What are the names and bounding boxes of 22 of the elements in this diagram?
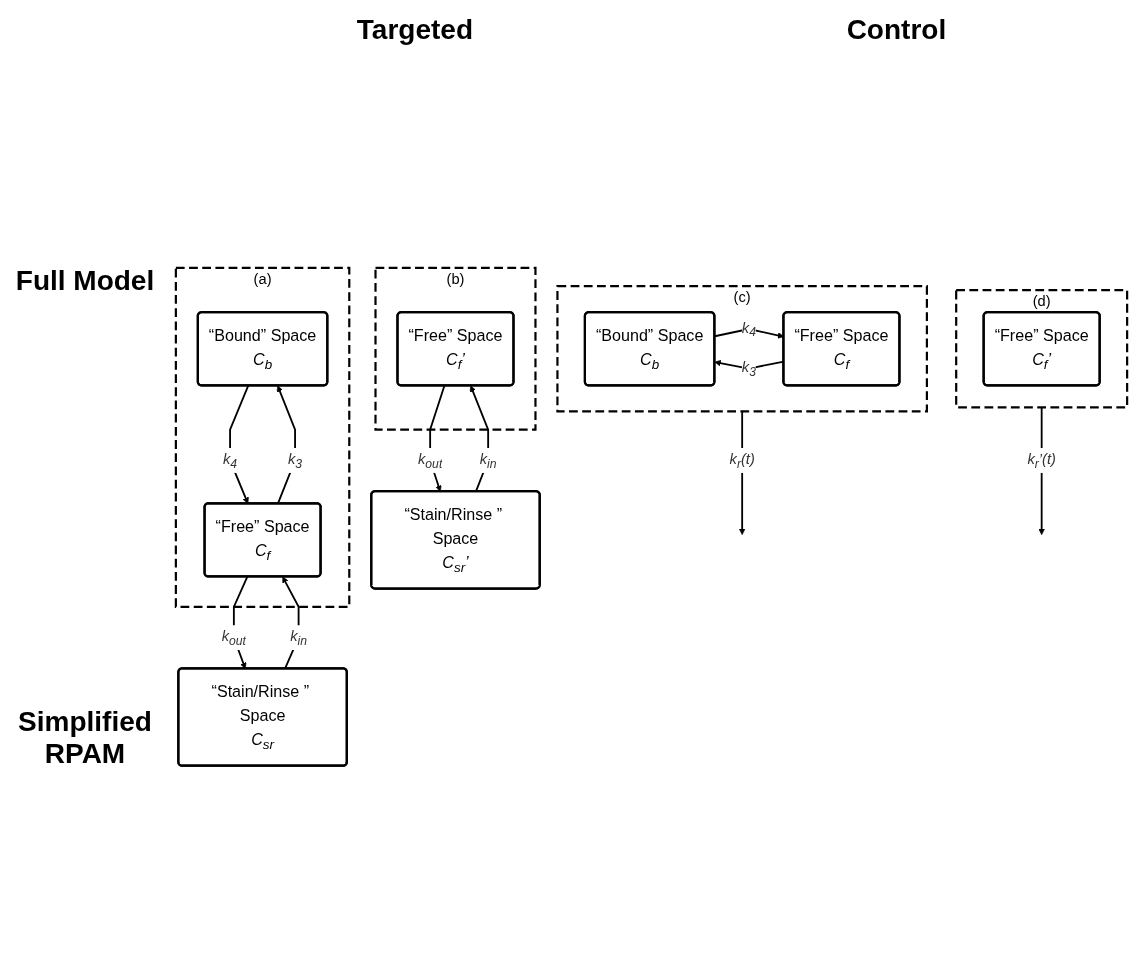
- row-heading: Simplified RPAM: [17, 705, 153, 770]
- edge-label: k$_{in}$: [479, 451, 497, 471]
- edge-label: k$_{out}$: [418, 451, 443, 471]
- node-label: (c): [733, 289, 751, 306]
- edge-label: k$_{r}$(t): [729, 451, 755, 471]
- edge-label: k$_{out}$: [221, 628, 247, 649]
- node-label: (b): [446, 271, 465, 288]
- edge-label: k$_{3}$: [288, 451, 303, 471]
- row-heading: Full Model: [15, 264, 155, 297]
- cluster: [556, 285, 928, 413]
- edge-label: k$_{3}$: [741, 359, 756, 380]
- edge-label: k$_{in}$: [290, 628, 308, 649]
- edge-label: k$_{4}$: [223, 451, 238, 471]
- cluster: [955, 289, 1129, 409]
- cluster: [174, 266, 351, 609]
- column-heading: Targeted: [356, 14, 473, 46]
- edge-label: k$_{4}$: [741, 319, 756, 340]
- cluster: [374, 266, 537, 431]
- edge-label: k$_{r}$’(t): [1027, 451, 1056, 471]
- column-heading: Control: [846, 14, 947, 46]
- node-label: (a): [253, 271, 272, 288]
- node-label: (d): [1032, 293, 1051, 310]
